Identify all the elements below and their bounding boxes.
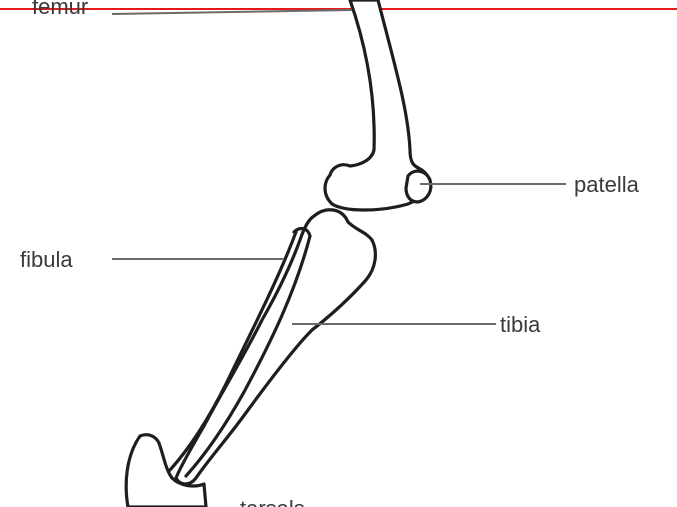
femur-leader-line [112, 10, 352, 14]
patella-bone [406, 171, 431, 202]
tibia-label: tibia [500, 312, 541, 337]
femur-bone [325, 0, 431, 210]
bottom-partial-label: tarsals [240, 496, 305, 507]
fibula-label: fibula [20, 247, 73, 272]
tibia-bone [176, 210, 375, 484]
patella-label: patella [574, 172, 640, 197]
femur-label: femur [32, 0, 88, 19]
